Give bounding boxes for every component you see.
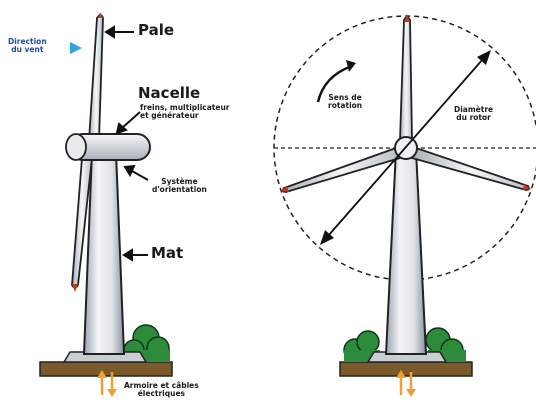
left-blade-upper	[88, 14, 104, 141]
diametre-line2: du rotor	[456, 112, 491, 122]
left-pointer-arrows	[104, 25, 149, 262]
right-blade-right	[410, 146, 531, 191]
nacelle-detail-line1: freins, multiplicateur	[140, 103, 230, 112]
nacelle-detail-line2: et générateur	[140, 110, 199, 120]
mat-label: Mat	[151, 244, 184, 262]
right-cable-arrows-icon	[396, 370, 416, 397]
right-ground	[339, 361, 473, 377]
armoire-cables-label: Armoire et câbles électriques	[124, 382, 199, 398]
armoire-line1: Armoire et câbles	[124, 381, 199, 390]
systeme-orientation-label: Système d'orientation	[152, 178, 207, 194]
right-blade-left	[281, 146, 402, 193]
direction-vent-line2: du vent	[11, 44, 44, 54]
pale-label: Pale	[138, 21, 175, 39]
rotor-diameter-arrow	[320, 50, 491, 245]
direction-vent-line1: Direction	[8, 37, 47, 46]
nacelle-detail: freins, multiplicateur et générateur	[140, 104, 230, 120]
left-hub	[65, 133, 87, 161]
sens-rotation-label: Sens de rotation	[328, 94, 362, 110]
left-cable-arrows-icon	[97, 370, 117, 397]
right-blade-top	[399, 16, 413, 141]
diametre-rotor-label: Diamètre du rotor	[454, 106, 493, 122]
systeme-line1: Système	[161, 177, 198, 186]
sens-line1: Sens de	[328, 93, 362, 102]
systeme-line2: d'orientation	[152, 184, 207, 194]
wind-direction-arrow-icon	[70, 42, 82, 54]
nacelle-label: Nacelle	[138, 84, 201, 102]
direction-vent-label: Direction du vent	[8, 38, 47, 54]
left-ground	[39, 361, 173, 377]
right-turbine	[273, 14, 536, 397]
rotation-direction-arrow-icon	[316, 60, 356, 103]
left-turbine	[39, 12, 173, 397]
armoire-line2: électriques	[137, 388, 186, 398]
diametre-line1: Diamètre	[454, 105, 494, 114]
sens-line2: rotation	[328, 100, 363, 110]
right-tower	[384, 149, 428, 355]
